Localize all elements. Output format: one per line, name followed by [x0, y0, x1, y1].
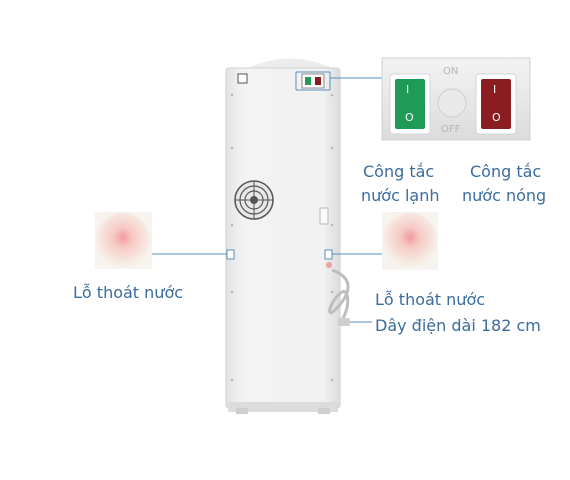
- power-plug: [338, 318, 350, 326]
- on-text: ON: [443, 66, 459, 77]
- off-text: OFF: [441, 124, 461, 135]
- cold-switch-label-line2: nước lạnh: [361, 186, 440, 205]
- cold-switch-button: [395, 79, 425, 129]
- right-drain-zoom: [382, 212, 438, 270]
- mini-hot-switch: [315, 77, 321, 85]
- connector-lines: [152, 77, 382, 323]
- drain-left-label: Lỗ thoát nước: [73, 283, 184, 302]
- cord-clip: [319, 207, 329, 225]
- hot-switch-label-line1: Công tắc: [470, 162, 542, 181]
- cold-switch-label-line1: Công tắc: [363, 162, 435, 181]
- screw-dots: [230, 93, 334, 382]
- hot-on-mark: I: [493, 83, 497, 96]
- mini-cold-switch: [305, 77, 311, 85]
- power-cord-label: Dây điện dài 182 cm: [375, 316, 541, 335]
- drain-right-label: Lỗ thoát nước: [375, 290, 486, 309]
- left-drain-marker: [226, 249, 235, 260]
- right-drain-marker: [324, 249, 333, 260]
- hot-switch-label-line2: nước nóng: [462, 186, 547, 205]
- hot-off-mark: O: [492, 111, 501, 124]
- center-knob: [437, 88, 467, 118]
- power-cord: [328, 268, 350, 324]
- small-top-switch: [237, 73, 248, 84]
- cold-on-mark: I: [406, 83, 410, 96]
- fan-grille: [234, 180, 274, 220]
- switch-panel-zoom: [381, 57, 531, 141]
- cold-off-mark: O: [405, 111, 414, 124]
- left-drain-zoom: [95, 212, 152, 269]
- dispenser-body: [225, 67, 341, 409]
- hot-switch-button: [481, 79, 511, 129]
- dispenser-base: [228, 402, 338, 412]
- right-drain-dot: [326, 262, 332, 268]
